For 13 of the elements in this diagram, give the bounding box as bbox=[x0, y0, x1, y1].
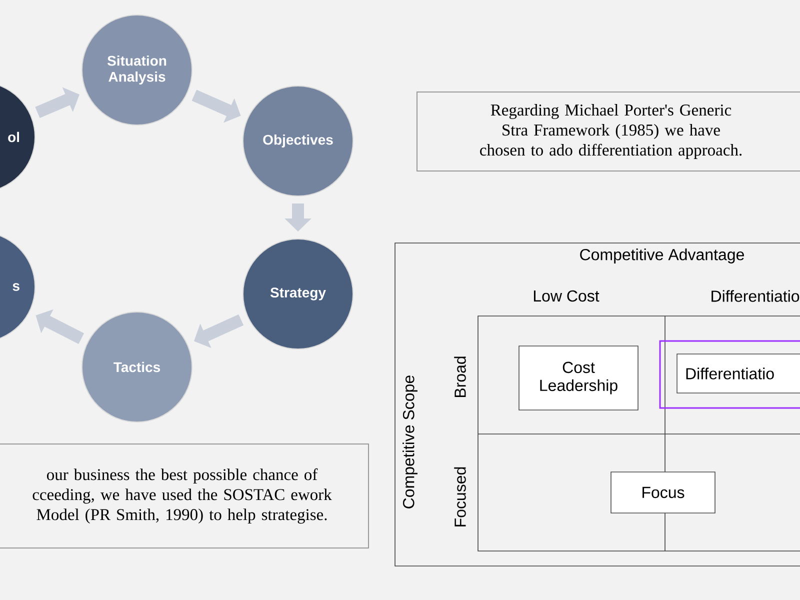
axis-title: Competitive Advantage bbox=[580, 248, 744, 264]
block-arrow bbox=[35, 87, 80, 118]
axis-title: Competitive Scope bbox=[402, 376, 418, 508]
text-box: our business the best possible chance of cceeding, we have used the SOSTAC ework Model (PR Smith, 1990) to help strategise. bbox=[0, 444, 369, 548]
column-header: Differentiatio bbox=[712, 290, 800, 302]
row-header: Focused bbox=[454, 467, 466, 526]
strategy-box: Differentiatio bbox=[676, 354, 800, 394]
row-header: Broad bbox=[454, 356, 466, 398]
column-header: Low Cost bbox=[534, 290, 600, 302]
text-box: Regarding Michael Porter's Generic Stra Framework (1985) we have chosen to ado differentiation approach. bbox=[416, 92, 800, 172]
strategy-box: Cost Leadership bbox=[518, 346, 638, 410]
strategy-box: Focus bbox=[610, 472, 716, 514]
highlight-box bbox=[659, 340, 800, 409]
